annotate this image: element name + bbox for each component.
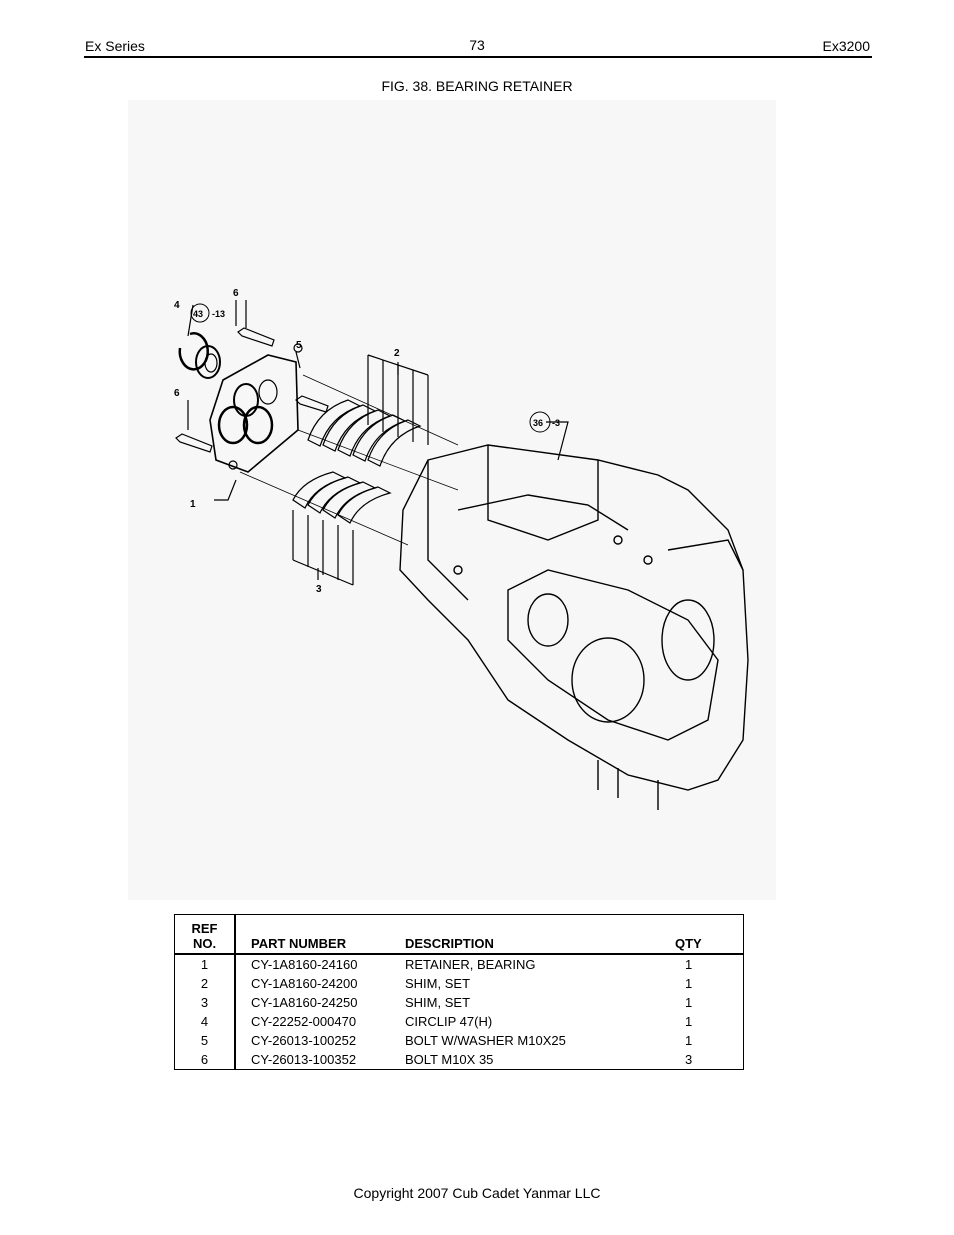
parts-table-header: REF NO. PART NUMBER DESCRIPTION QTY: [174, 914, 744, 954]
cell-ref: 2: [174, 974, 236, 993]
cell-qty: 3: [685, 1052, 693, 1067]
cell-description: BOLT W/WASHER M10X25: [405, 1033, 566, 1048]
diagram-svg: 4 43 -13 6 5 2 6 1 3 36 -3: [174, 288, 749, 810]
cell-description: BOLT M10X 35: [405, 1052, 494, 1067]
bolt-part-top: [237, 327, 275, 347]
callout-43: 43: [193, 309, 203, 319]
callout-4: 4: [174, 300, 180, 311]
header-description: DESCRIPTION: [405, 936, 494, 951]
cell-ref: 3: [174, 993, 236, 1012]
cell-description: SHIM, SET: [405, 976, 471, 991]
figure-title: FIG. 38. BEARING RETAINER: [381, 78, 573, 94]
cell-description: RETAINER, BEARING: [405, 957, 536, 972]
exploded-parts-diagram: 4 43 -13 6 5 2 6 1 3 36 -3: [128, 100, 776, 900]
header-ref-line1: REF: [191, 921, 218, 936]
cell-part-number: CY-1A8160-24160: [251, 957, 358, 972]
cell-description: CIRCLIP 47(H): [405, 1014, 493, 1029]
table-row: 2 CY-1A8160-24200 SHIM, SET 1: [174, 974, 744, 993]
callout-36: 36: [533, 418, 543, 428]
cell-part-number: CY-1A8160-24250: [251, 995, 358, 1010]
cell-part-number: CY-26013-100352: [251, 1052, 357, 1067]
table-row: 5 CY-26013-100252 BOLT W/WASHER M10X25 1: [174, 1031, 744, 1050]
shim-set-lower: [292, 471, 392, 586]
callout-1: 1: [190, 499, 196, 510]
copyright-footer: Copyright 2007 Cub Cadet Yanmar LLC: [353, 1185, 601, 1201]
header-ref-line2: NO.: [192, 936, 217, 951]
cell-part-number: CY-1A8160-24200: [251, 976, 358, 991]
callout-6-top: 6: [233, 288, 239, 299]
callout-2: 2: [394, 348, 400, 359]
cell-part-number: CY-26013-100252: [251, 1033, 357, 1048]
header-model: Ex3200: [822, 38, 870, 54]
header-series: Ex Series: [85, 38, 145, 54]
header-rule: [84, 56, 872, 58]
cell-description: SHIM, SET: [405, 995, 471, 1010]
bolt-washer-part: [295, 395, 329, 413]
callout-43-suffix: -13: [212, 309, 225, 319]
bearing-retainer-part: [209, 354, 299, 473]
table-row: 3 CY-1A8160-24250 SHIM, SET 1: [174, 993, 744, 1012]
bolt-part-left: [175, 433, 213, 453]
header-qty: QTY: [675, 936, 702, 951]
parts-table: REF NO. PART NUMBER DESCRIPTION QTY 1 CY…: [174, 914, 744, 1070]
cell-ref: 6: [174, 1050, 236, 1070]
callout-6-left: 6: [174, 388, 180, 399]
callout-3: 3: [316, 584, 322, 595]
bearing-part: [195, 345, 221, 379]
callout-5: 5: [296, 340, 302, 351]
cell-qty: 1: [685, 957, 693, 972]
cell-ref: 5: [174, 1031, 236, 1050]
cell-qty: 1: [685, 976, 693, 991]
cell-qty: 1: [685, 1033, 693, 1048]
table-row: 1 CY-1A8160-24160 RETAINER, BEARING 1: [174, 954, 744, 974]
cell-ref: 1: [174, 954, 236, 974]
callout-36-suffix: -3: [552, 418, 560, 428]
table-row: 4 CY-22252-000470 CIRCLIP 47(H) 1: [174, 1012, 744, 1031]
header-part-number: PART NUMBER: [251, 936, 347, 951]
header-ref-no: REF NO.: [174, 914, 236, 954]
transmission-housing-part: [399, 444, 749, 810]
cell-qty: 1: [685, 1014, 693, 1029]
cell-qty: 1: [685, 995, 693, 1010]
cell-part-number: CY-22252-000470: [251, 1014, 357, 1029]
table-row: 6 CY-26013-100352 BOLT M10X 35 3: [174, 1050, 744, 1070]
cell-ref: 4: [174, 1012, 236, 1031]
circlip-part: [178, 332, 209, 371]
page-number: 73: [469, 37, 485, 53]
